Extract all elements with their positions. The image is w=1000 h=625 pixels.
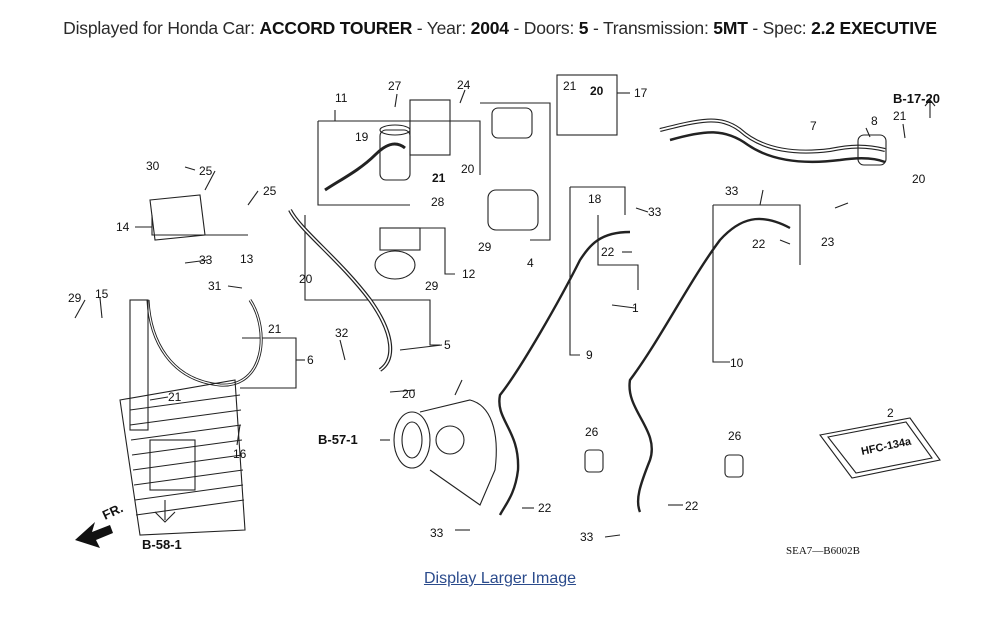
callout-26b: 26 — [728, 429, 742, 443]
callout-15: 15 — [95, 287, 109, 301]
refrigerant-label — [819, 417, 941, 479]
ref-b-58-1: B-58-1 — [142, 537, 182, 552]
callout-26a: 26 — [585, 425, 599, 439]
callout-32: 32 — [335, 326, 349, 340]
callout-18: 18 — [588, 192, 602, 206]
callout-16: 16 — [233, 447, 247, 461]
callout-20c: 20 — [299, 272, 313, 286]
header-spec: 2.2 EXECUTIVE — [811, 18, 937, 38]
callout-20e: 20 — [912, 172, 926, 186]
callout-9: 9 — [586, 348, 593, 362]
callout-4: 4 — [527, 256, 534, 270]
callout-31: 31 — [208, 279, 222, 293]
callout-1: 1 — [632, 301, 639, 315]
callout-10: 10 — [730, 356, 744, 370]
header-doors: 5 — [578, 18, 589, 38]
callout-33e: 33 — [580, 530, 594, 544]
callout-20d: 20 — [402, 387, 416, 401]
callout-30: 30 — [146, 159, 160, 173]
callout-21e: 21 — [893, 109, 907, 123]
front-arrow: FR. — [75, 500, 125, 548]
callout-33b: 33 — [648, 205, 662, 219]
display-larger-image-link[interactable]: Display Larger Image — [423, 570, 577, 587]
callout-17: 17 — [634, 86, 648, 100]
callout-21c: 21 — [268, 322, 282, 336]
ref-b-57-1: B-57-1 — [318, 432, 358, 447]
header-year-label: - Year: — [412, 18, 471, 38]
callout-13: 13 — [240, 252, 254, 266]
diagram-code: SEA7—B6002B — [786, 545, 860, 557]
callout-22d: 22 — [685, 499, 699, 513]
header-transmission: 5MT — [713, 18, 748, 38]
callout-20a: 20 — [590, 84, 604, 98]
callout-14: 14 — [116, 220, 130, 234]
callout-33d: 33 — [430, 526, 444, 540]
page-header: Displayed for Honda Car: ACCORD TOURER -… — [0, 18, 1000, 39]
header-trans-label: - Transmission: — [588, 18, 714, 38]
callout-21d: 21 — [168, 390, 182, 404]
diagram-linework — [74, 74, 941, 538]
callout-33c: 33 — [725, 184, 739, 198]
callout-11: 11 — [335, 91, 348, 105]
callout-29b: 29 — [478, 240, 492, 254]
callout-21a: 21 — [563, 79, 577, 93]
arrow-b581 — [154, 500, 176, 523]
callout-29a: 29 — [68, 291, 82, 305]
larger-image-link-wrap: Display Larger Image — [0, 570, 1000, 588]
arrow-b1720 — [924, 99, 936, 118]
callout-22b: 22 — [752, 237, 766, 251]
callout-20b: 20 — [461, 162, 475, 176]
svg-text:FR.: FR. — [100, 500, 125, 522]
callout-12: 12 — [462, 267, 476, 281]
callout-8: 8 — [871, 114, 878, 128]
callout-5: 5 — [444, 338, 451, 352]
header-prefix: Displayed for Honda Car: — [63, 18, 260, 38]
header-model: ACCORD TOURER — [259, 18, 413, 38]
callout-27: 27 — [388, 79, 402, 93]
ref-b-17-20: B-17-20 — [893, 91, 940, 106]
parts-diagram: 1 2 4 5 6 7 8 9 10 11 12 13 14 15 16 17 … — [68, 74, 941, 557]
callout-19: 19 — [355, 130, 369, 144]
callout-23: 23 — [821, 235, 835, 249]
callout-25a: 25 — [199, 164, 213, 178]
callout-2: 2 — [887, 406, 894, 420]
callout-6: 6 — [307, 353, 314, 367]
callout-22c: 22 — [538, 501, 552, 515]
callout-21b: 21 — [432, 171, 446, 185]
callout-33a: 33 — [199, 253, 213, 267]
callout-24: 24 — [457, 78, 471, 92]
condenser — [119, 299, 246, 536]
callout-numbers: 1 2 4 5 6 7 8 9 10 11 12 13 14 15 16 17 … — [68, 78, 926, 544]
callout-22a: 22 — [601, 245, 615, 259]
callout-28: 28 — [431, 195, 445, 209]
compressor — [393, 379, 497, 506]
callout-25b: 25 — [263, 184, 277, 198]
header-doors-label: - Doors: — [508, 18, 579, 38]
refrigerant-label-text: HFC-134a — [860, 435, 913, 457]
header-year: 2004 — [470, 18, 509, 38]
callout-29c: 29 — [425, 279, 439, 293]
header-spec-label: - Spec: — [747, 18, 812, 38]
callout-7: 7 — [810, 119, 817, 133]
